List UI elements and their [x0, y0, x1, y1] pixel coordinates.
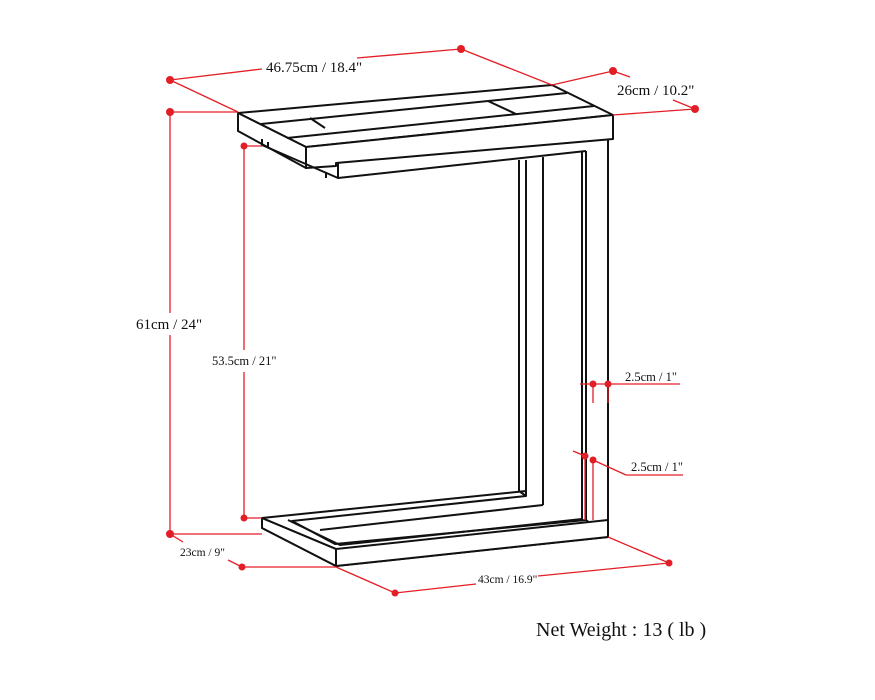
dimension-label-frame-thickness-lower: 2.5cm / 1" — [631, 460, 683, 474]
net-weight-label: Net Weight : 13 ( lb ) — [536, 619, 706, 641]
dimension-lines — [166, 45, 699, 597]
table-outline — [237, 84, 614, 567]
dimension-label-inner-height: 53.5cm / 21" — [212, 354, 276, 368]
tabletop-side-face — [237, 112, 307, 169]
dimension-label-frame-thickness-upper: 2.5cm / 1" — [625, 370, 677, 384]
dimension-label-top-width: 46.75cm / 18.4" — [266, 60, 362, 76]
dimension-label-base-width: 43cm / 16.9" — [478, 574, 537, 586]
dimension-label-overall-height: 61cm / 24" — [136, 317, 202, 333]
dimension-label-base-depth: 23cm / 9" — [180, 547, 225, 559]
dimension-label-top-depth: 26cm / 10.2" — [617, 83, 694, 99]
